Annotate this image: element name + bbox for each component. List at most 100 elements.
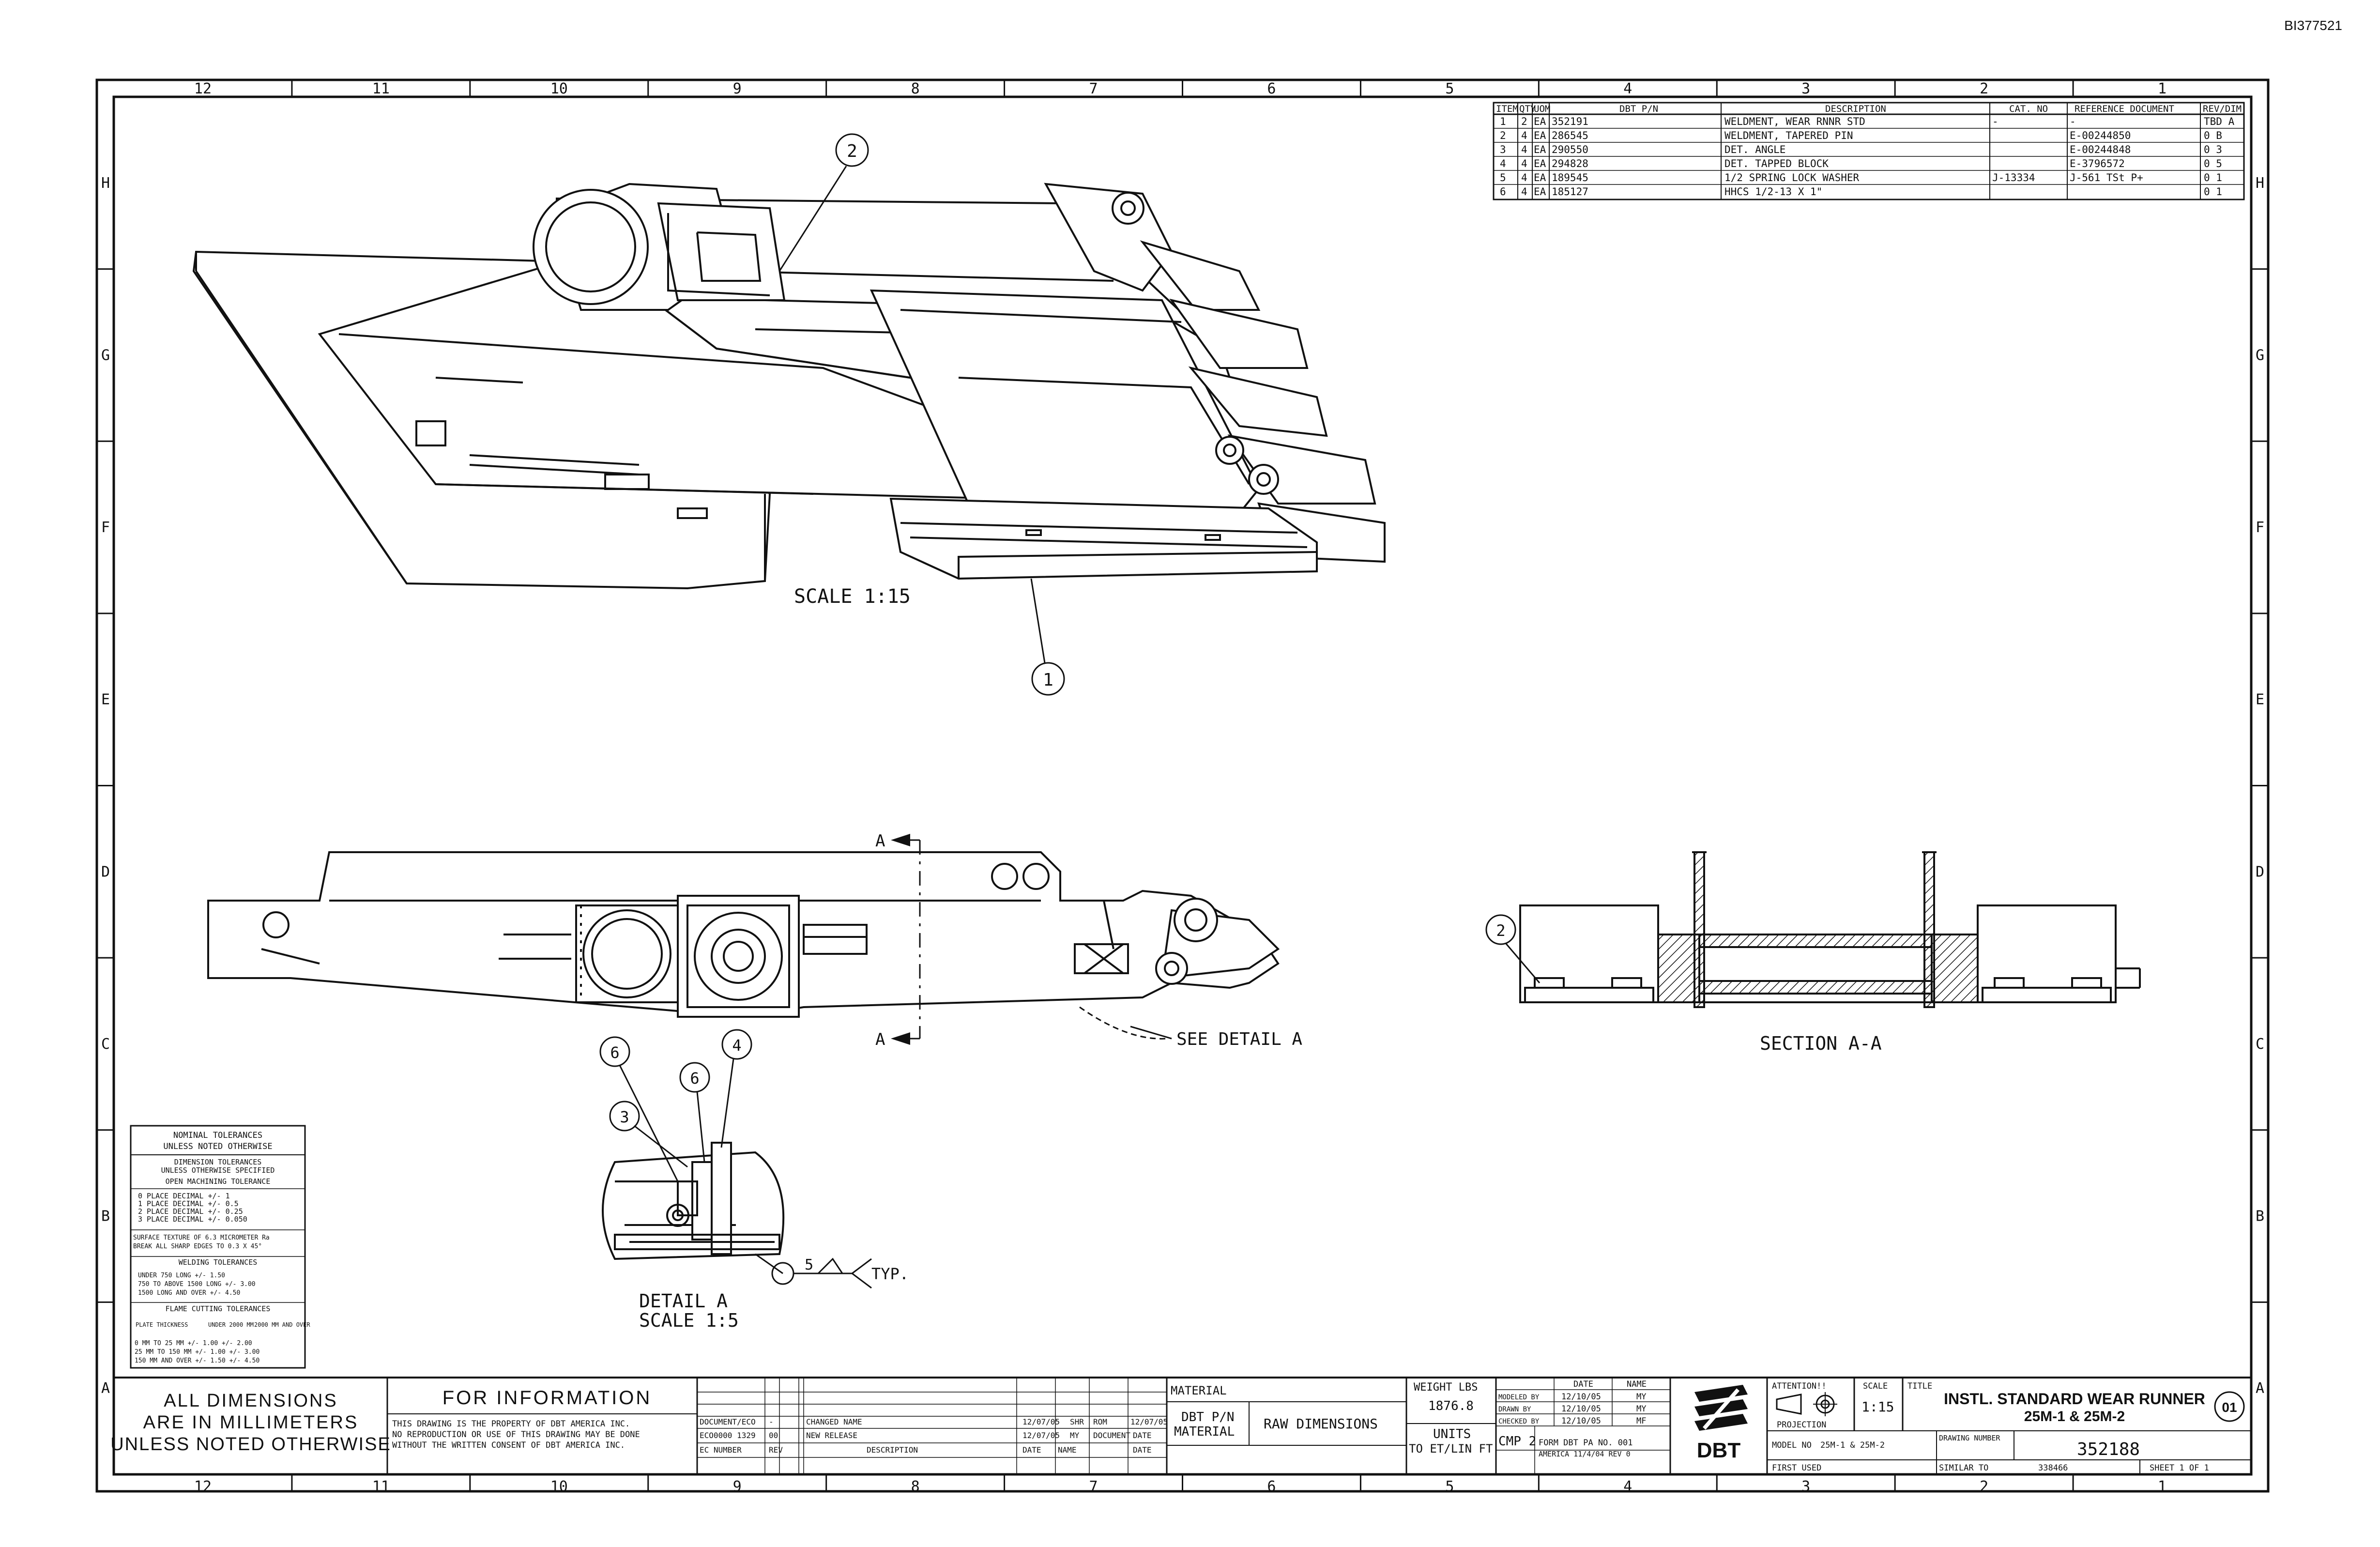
iso-scale-label: SCALE 1:15 [794, 585, 911, 608]
checked-by-date: 12/10/05 [1561, 1416, 1601, 1426]
bom-cell-cat: - [1992, 116, 1999, 127]
bom-cell-uom: EA [1534, 116, 1546, 127]
zone-column-label: 3 [1801, 1478, 1810, 1495]
bom-header-desc: DESCRIPTION [1825, 104, 1886, 114]
bom-cell-desc: WELDMENT, TAPERED PIN [1724, 130, 1853, 141]
zone-column-label: 9 [733, 80, 742, 97]
units-label: UNITS [1433, 1427, 1471, 1441]
tol-flame-0: 0 MM TO 25 MM +/- 1.00 +/- 2.00 [135, 1340, 252, 1347]
bom-cell-pn: 185127 [1552, 186, 1588, 198]
zone-row-label: G [2256, 347, 2264, 364]
bom-cell-uom: EA [1534, 130, 1546, 141]
tol-title-1: NOMINAL TOLERANCES [173, 1131, 262, 1140]
modeled-by-date: 12/10/05 [1561, 1392, 1601, 1402]
rev-row2-auth: DOCUMENT [1093, 1431, 1130, 1440]
rev-row1-authdate: 12/07/05 [1130, 1417, 1168, 1426]
rev-row2-authdate: DATE [1133, 1431, 1152, 1440]
bom-cell-uom: EA [1534, 172, 1546, 184]
zone-column-label: 1 [2158, 1478, 2166, 1495]
zone-column-label: 12 [194, 80, 212, 97]
detail-a-title: DETAIL A [639, 1290, 728, 1312]
bom-cell-qty: 4 [1521, 144, 1527, 155]
for-information-label: FOR INFORMATION [442, 1387, 652, 1409]
material-label: MATERIAL [1171, 1384, 1227, 1397]
tol-flame-2: 150 MM AND OVER +/- 1.50 +/- 4.50 [135, 1357, 259, 1364]
tol-flame-head-0: PLATE THICKNESS [136, 1321, 188, 1328]
zone-row-label: C [101, 1036, 110, 1053]
detail-a-view [602, 1142, 785, 1260]
zone-column-label: 10 [550, 1478, 568, 1495]
iso-balloon-item1: 1 [1030, 578, 1065, 696]
checked-by-name: MF [1636, 1416, 1646, 1426]
zone-column-label: 5 [1445, 80, 1454, 97]
bom-header-item: ITEM [1496, 104, 1518, 114]
bom-cell-desc: WELDMENT, WEAR RNNR STD [1724, 116, 1865, 127]
zone-row-label: A [2256, 1380, 2264, 1397]
bom-cell-ref: E-00244848 [2070, 144, 2131, 155]
zone-row-label: E [2256, 691, 2264, 708]
dbt-logo-text: DBT [1697, 1439, 1741, 1462]
zone-row-label: C [2256, 1036, 2264, 1053]
dims-note-1: ALL DIMENSIONS [164, 1391, 337, 1411]
model-no-label: MODEL NO [1772, 1440, 1812, 1450]
rev-foot-name: NAME [1058, 1445, 1077, 1455]
similar-to-label: SIMILAR TO [1939, 1463, 1988, 1473]
bom-cell-ref: J-561 TSt P+ [2070, 172, 2143, 184]
tol-weld-2: 1500 LONG AND OVER +/- 4.50 [138, 1289, 240, 1297]
rev-row1-date: 12/07/05 [1022, 1417, 1060, 1426]
property-line-2: NO REPRODUCTION OR USE OF THIS DRAWING M… [392, 1430, 640, 1440]
zone-row-label: F [2256, 519, 2264, 536]
see-detail-a-label: SEE DETAIL A [1176, 1029, 1302, 1049]
dbt-logo: DBT [1694, 1385, 1748, 1462]
section-a-a-label: SECTION A-A [1760, 1033, 1882, 1054]
bom-cell-item: 5 [1500, 172, 1506, 184]
drawn-by-label: DRAWN BY [1498, 1406, 1531, 1413]
form-line-1: FORM DBT PA NO. 001 [1539, 1438, 1632, 1448]
zone-row-label: G [101, 347, 110, 364]
bom-cell-rev: 0 B [2204, 130, 2222, 141]
bom-cell-item: 1 [1500, 116, 1506, 127]
detail-a-callout: SEE DETAIL A [1079, 1006, 1302, 1049]
model-no-value: 25M-1 & 25M-2 [1820, 1440, 1885, 1450]
bom-cell-uom: EA [1534, 186, 1546, 198]
bom-cell-uom: EA [1534, 144, 1546, 155]
bom-cell-item: 4 [1500, 158, 1506, 169]
dates-head-name: NAME [1627, 1379, 1647, 1389]
zone-row-label: A [101, 1380, 110, 1397]
section-balloon-item2: 2 [1485, 914, 1541, 983]
dims-note-2: ARE IN MILLIMETERS [143, 1412, 359, 1433]
bom-cell-ref: - [2070, 116, 2076, 127]
bom-cell-cat: J-13334 [1992, 172, 2035, 184]
side-view [207, 851, 1280, 1018]
drawing-title-1: INSTL. STANDARD WEAR RUNNER [1944, 1390, 2205, 1408]
tol-title-2: UNLESS NOTED OTHERWISE [163, 1142, 272, 1151]
bom-header-qty: QTY [1519, 104, 1536, 114]
section-marker-top: A [875, 831, 885, 851]
zone-column-label: 6 [1267, 80, 1276, 97]
cmp-label: CMP 2 [1498, 1434, 1536, 1449]
rev-foot-desc: DESCRIPTION [867, 1445, 918, 1455]
zone-column-label: 4 [1623, 80, 1632, 97]
bom-cell-qty: 4 [1521, 186, 1527, 198]
weight-value: 1876.8 [1428, 1399, 1474, 1413]
bom-header-uom: UOM [1534, 104, 1550, 114]
rev-foot-authdate: DATE [1133, 1445, 1152, 1455]
bom-cell-rev: 0 3 [2204, 144, 2222, 155]
zone-column-label: 12 [194, 1478, 212, 1495]
rev-row1-desc: CHANGED NAME [806, 1417, 862, 1426]
bom-cell-pn: 352191 [1552, 116, 1588, 127]
zone-row-label: E [101, 691, 110, 708]
bom-cell-item: 2 [1500, 130, 1506, 141]
bom-cell-qty: 4 [1521, 172, 1527, 184]
bom-header-cat: CAT. NO [2009, 104, 2048, 114]
zone-row-label: B [101, 1208, 110, 1225]
zone-column-label: 11 [372, 80, 390, 97]
zone-row-label: H [101, 175, 110, 192]
zone-column-label: 3 [1801, 80, 1810, 97]
zone-row-label: D [2256, 863, 2264, 880]
tol-sub-3: OPEN MACHINING TOLERANCE [166, 1177, 271, 1186]
scale-value: 1:15 [1861, 1399, 1894, 1415]
bom-cell-desc: HHCS 1/2-13 X 1" [1724, 186, 1822, 198]
